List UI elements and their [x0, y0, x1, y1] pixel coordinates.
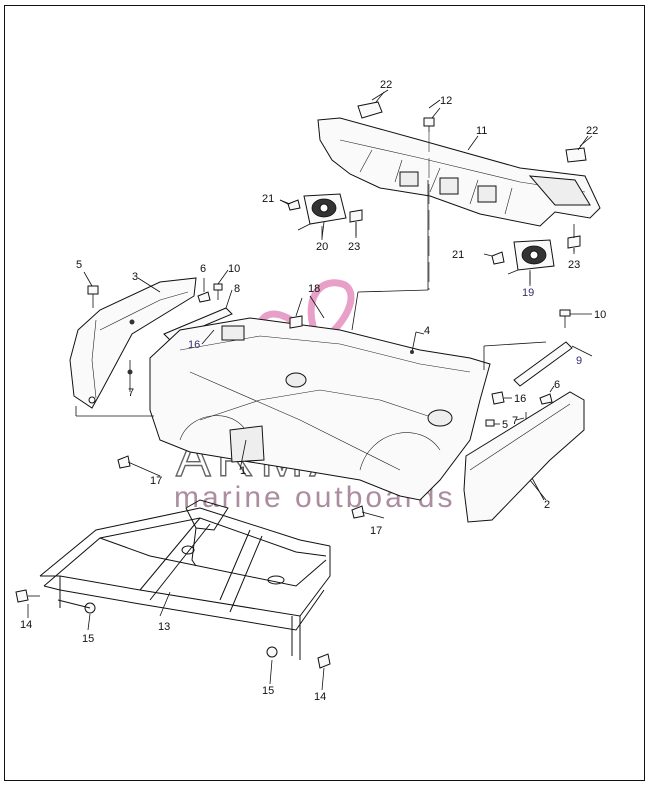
- callout-15-left: 15: [82, 633, 94, 645]
- callout-17-left: 17: [150, 475, 162, 487]
- callout-6-right: 6: [554, 379, 560, 391]
- callout-23-right: 23: [568, 259, 580, 271]
- part-13-frame: [39, 499, 331, 660]
- callout-14-right: 14: [314, 691, 326, 703]
- part-10-bolt-right: [559, 309, 592, 328]
- callout-18: 18: [308, 283, 320, 295]
- part-18-pin: [289, 297, 303, 329]
- part-16-clip-right: [491, 391, 505, 405]
- callout-5-right: 5: [502, 419, 508, 431]
- part-7-rivet-left: [127, 360, 133, 378]
- part-11-upper-beam: [317, 117, 601, 227]
- part-21-screw-right: [483, 251, 505, 265]
- callout-20: 20: [316, 241, 328, 253]
- callout-14-left: 14: [20, 619, 32, 631]
- part-10-bolt-left: [213, 283, 223, 300]
- part-19-speaker: [507, 239, 555, 284]
- part-15-nut-right: [266, 646, 278, 658]
- callout-21-right: 21: [452, 249, 464, 261]
- part-6-nut-right: [539, 393, 553, 405]
- part-14-bolt-right: [317, 653, 331, 669]
- part-12-bolt: [423, 99, 441, 290]
- part-20-speaker: [297, 193, 347, 239]
- callout-7-left: 7: [128, 387, 134, 399]
- callout-2: 2: [544, 499, 550, 511]
- callout-15-right: 15: [262, 685, 274, 697]
- callout-10-left: 10: [228, 263, 240, 275]
- part-6-nut-left: [197, 291, 211, 303]
- part-4-pin: [410, 331, 417, 354]
- callout-16-left: 16: [188, 339, 200, 351]
- callout-4: 4: [424, 325, 430, 337]
- callout-8: 8: [234, 283, 240, 295]
- callout-17-right: 17: [370, 525, 382, 537]
- callout-labels: 1 2 3 4 5 5 6 6 7 7 8 9 10 10 11 12 13 1…: [20, 79, 606, 703]
- part-3-left-panel: [69, 277, 197, 409]
- part-22-bracket-left: [357, 89, 389, 119]
- callout-10-right: 10: [594, 309, 606, 321]
- callout-3: 3: [132, 271, 138, 283]
- part-1-main-tub: [149, 317, 491, 501]
- callout-11: 11: [476, 125, 487, 137]
- callout-22-left: 22: [380, 79, 392, 91]
- part-5-screw-left: [87, 285, 99, 308]
- part-17-bolt-left: [117, 455, 161, 477]
- callout-19: 19: [522, 287, 534, 299]
- callout-21-left: 21: [262, 193, 274, 205]
- callout-9: 9: [576, 355, 582, 367]
- part-17-bolt-right: [351, 505, 385, 519]
- leader-lines: [27, 91, 593, 691]
- part-14-bolt-left: [15, 589, 40, 603]
- part-2-right-panel: [463, 391, 585, 523]
- callout-12: 12: [440, 95, 452, 107]
- callout-1: 1: [240, 465, 246, 477]
- callout-13: 13: [158, 621, 170, 633]
- part-5-screw-right: [485, 419, 495, 427]
- part-22-bracket-right: [565, 135, 593, 163]
- callout-23-left: 23: [348, 241, 360, 253]
- callout-5-left: 5: [76, 259, 82, 271]
- callout-6-left: 6: [200, 263, 206, 275]
- callout-16-right: 16: [514, 393, 526, 405]
- callout-22-right: 22: [586, 125, 598, 137]
- callout-7-right: 7: [512, 415, 518, 427]
- part-9-strip: [513, 341, 573, 387]
